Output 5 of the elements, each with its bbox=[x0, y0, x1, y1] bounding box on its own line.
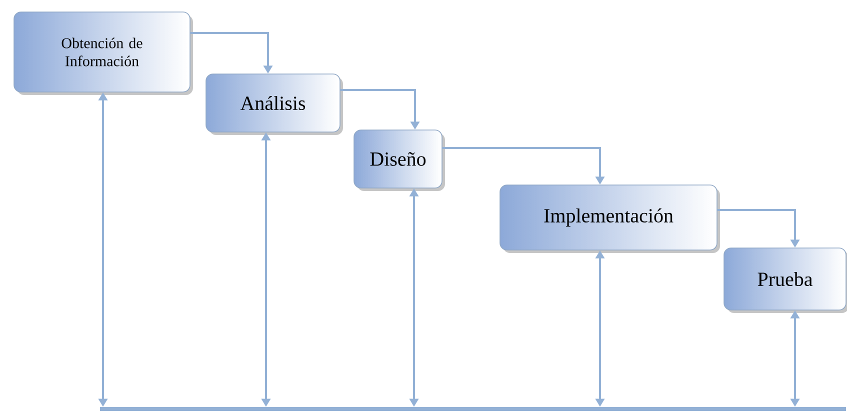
process-box: Diseño bbox=[354, 130, 442, 188]
process-box: Obtención de Información bbox=[14, 12, 190, 92]
process-box: Prueba bbox=[724, 248, 846, 310]
process-box: Implementación bbox=[500, 184, 718, 250]
process-box: Análisis bbox=[206, 74, 340, 132]
